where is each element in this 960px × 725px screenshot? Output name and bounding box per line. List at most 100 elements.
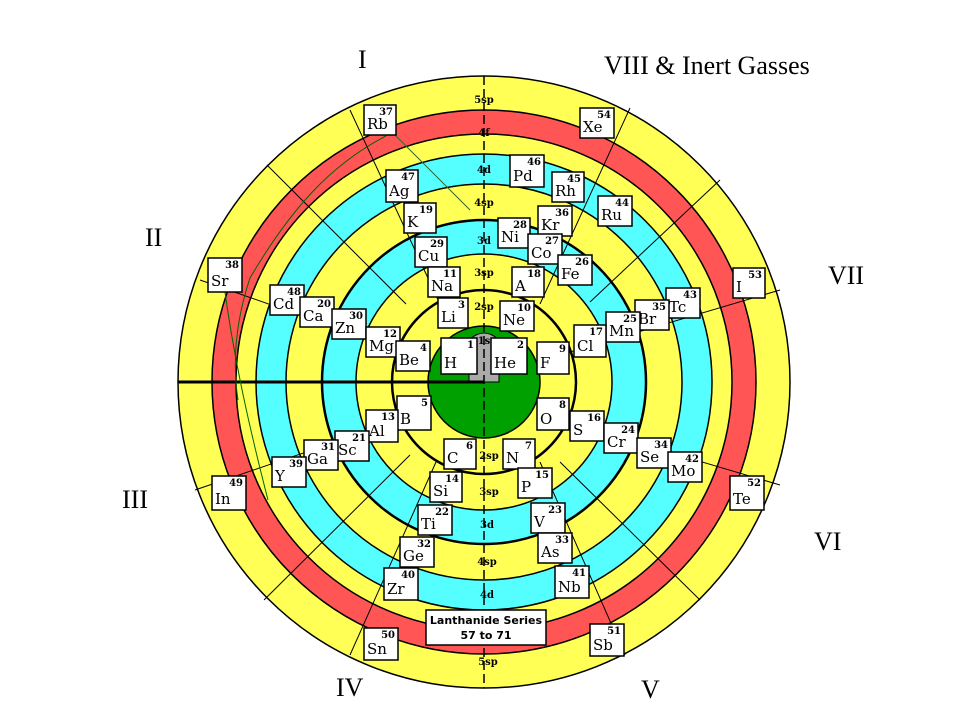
atomic-number: 47 (401, 172, 415, 183)
atomic-number: 8 (559, 400, 566, 411)
element-symbol: Fe (561, 265, 580, 283)
group-label-vii: VII (828, 261, 864, 290)
element-symbol: Se (640, 448, 659, 466)
atomic-number: 20 (317, 299, 331, 310)
element-symbol: Ni (501, 228, 519, 246)
divider-4 (559, 461, 701, 601)
element-symbol: Cu (418, 247, 439, 265)
element-frame (509, 154, 545, 188)
element-symbol: P (521, 478, 531, 496)
element-symbol: Ga (307, 450, 328, 468)
element-frame (536, 341, 570, 375)
element-frame (399, 536, 435, 568)
group-label-viii: VIII & Inert Gasses (604, 51, 810, 80)
element-symbol: Xe (583, 118, 603, 136)
element-tile-v: 23V (530, 502, 566, 534)
atomic-number: 18 (527, 269, 541, 280)
element-tile-y: 39Y (271, 456, 307, 488)
atomic-number: 26 (575, 257, 589, 268)
element-frame (207, 257, 243, 293)
shell-label-4d-top: 4d (477, 165, 491, 176)
group-label-v: V (641, 675, 660, 704)
atomic-number: 31 (321, 442, 335, 453)
element-frame (579, 107, 615, 139)
shell-label-2sp-top: 2sp (474, 302, 494, 313)
lanthanide-range: 57 to 71 (460, 629, 511, 642)
element-symbol: C (447, 449, 458, 467)
spiral-tracers (223, 129, 471, 501)
atomic-number: 2 (517, 340, 524, 351)
element-symbol: Ti (421, 515, 436, 533)
divider-6 (539, 107, 631, 305)
element-symbol: In (215, 490, 231, 508)
atomic-number: 35 (652, 302, 666, 313)
element-tile-be: 4Be (395, 340, 431, 372)
element-frame (363, 104, 397, 136)
element-symbol: F (540, 354, 550, 372)
element-symbol: Mg (369, 337, 394, 355)
element-symbol: A (514, 277, 526, 295)
divider-1 (266, 164, 407, 305)
element-frame (589, 623, 625, 657)
divider-7 (349, 461, 437, 656)
element-symbol: Al (368, 422, 385, 440)
element-tile-c: 6C (443, 438, 477, 470)
element-frame (557, 254, 593, 286)
element-symbol: Zr (387, 580, 405, 598)
element-symbol: V (533, 513, 546, 531)
atomic-number: 13 (381, 412, 395, 423)
element-symbol: Nb (558, 578, 581, 596)
lanthanide-frame (425, 609, 547, 646)
element-frame (417, 504, 453, 536)
atomic-number: 16 (587, 413, 601, 424)
atomic-number: 23 (548, 505, 562, 516)
atomic-number: 6 (466, 441, 473, 452)
element-tile-o: 8O (536, 397, 570, 431)
tracer-3 (389, 129, 471, 211)
atomic-number: 46 (527, 157, 541, 168)
element-frame (395, 340, 431, 372)
shell-label-3d-bot: 3d (480, 520, 494, 531)
element-tile-b: 5B (396, 395, 432, 431)
element-symbol: K (407, 213, 419, 231)
atomic-number: 30 (349, 311, 363, 322)
element-symbol: N (506, 449, 519, 467)
atomic-number: 40 (401, 570, 415, 581)
element-tile-li: 3Li (437, 297, 469, 329)
element-frame (569, 410, 605, 442)
element-frame (331, 308, 367, 340)
element-frame (383, 567, 419, 601)
atomic-number: 50 (381, 630, 395, 641)
atomic-number: 49 (229, 478, 243, 489)
atomic-number: 12 (383, 329, 397, 340)
atomic-number: 27 (545, 236, 559, 247)
shell-label-4sp-top: 4sp (474, 198, 494, 209)
element-frame (527, 233, 563, 265)
shell-label-4d-bot: 4d (480, 590, 494, 601)
element-symbol: He (494, 354, 516, 372)
element-symbol: Sn (367, 640, 387, 658)
element-symbol: Be (399, 351, 419, 369)
element-symbol: O (540, 410, 552, 428)
tracer-1 (234, 135, 387, 401)
